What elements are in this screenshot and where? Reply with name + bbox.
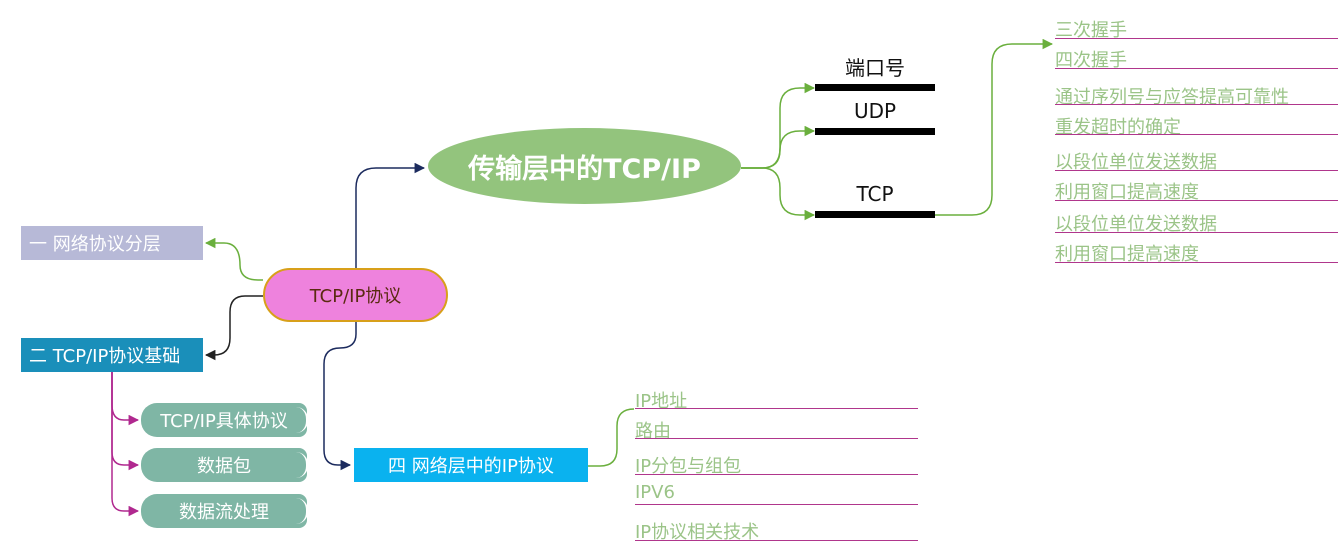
ip-detail-2[interactable]: 路由	[635, 421, 671, 442]
ip-detail-rule-3	[635, 474, 918, 475]
link-layer4-details	[588, 408, 635, 467]
link-layer2-child-3	[111, 372, 140, 517]
udp-label: UDP	[853, 99, 897, 123]
layer1-node[interactable]: 一 网络协议分层	[21, 226, 203, 260]
layer2-child-packet[interactable]: 数据包	[141, 448, 308, 482]
layer4-node[interactable]: 四 网络层中的IP协议	[354, 448, 588, 482]
tcp-detail-5[interactable]: 以段位单位发送数据	[1055, 152, 1217, 173]
tcp-detail-4[interactable]: 重发超时的确定	[1055, 117, 1181, 138]
link-root-layer2	[204, 295, 263, 361]
transport-node[interactable]: 传输层中的TCP/IP	[428, 128, 741, 204]
tcp-detail-2[interactable]: 四次握手	[1055, 50, 1127, 71]
link-layer2-child-2	[111, 372, 140, 471]
ip-detail-rule-4	[635, 504, 918, 505]
link-transport-udp	[741, 125, 816, 169]
tcp-detail-rule-7	[1055, 232, 1338, 233]
ip-detail-rule-5	[635, 540, 918, 541]
layer2-child-tcpip-protocols[interactable]: TCP/IP具体协议	[141, 403, 308, 437]
layer2-child-stream[interactable]: 数据流处理	[141, 494, 308, 528]
link-transport-tcp	[741, 167, 816, 221]
link-root-layer1	[204, 237, 263, 281]
ip-detail-rule-1	[635, 408, 918, 409]
link-transport-port	[741, 82, 816, 169]
port-label: 端口号	[845, 56, 905, 80]
tcp-detail-rule-8	[1055, 262, 1338, 263]
tcp-bar[interactable]	[815, 211, 935, 218]
tcp-detail-rule-5	[1055, 170, 1338, 171]
ip-detail-1[interactable]: IP地址	[635, 391, 688, 412]
tcp-detail-7[interactable]: 以段位单位发送数据	[1055, 214, 1217, 235]
tcp-detail-3[interactable]: 通过序列号与应答提高可靠性	[1055, 87, 1289, 108]
tcp-detail-rule-2	[1055, 68, 1338, 69]
udp-bar[interactable]	[815, 128, 935, 135]
link-root-layer4	[323, 322, 357, 471]
tcp-detail-rule-4	[1055, 134, 1338, 135]
tcp-detail-8[interactable]: 利用窗口提高速度	[1055, 244, 1199, 265]
link-root-transport	[355, 162, 426, 268]
port-bar[interactable]	[815, 84, 935, 91]
link-tcp-details	[935, 38, 1054, 216]
ip-detail-3[interactable]: IP分包与组包	[635, 456, 742, 477]
tcp-detail-1[interactable]: 三次握手	[1055, 20, 1127, 41]
layer2-node[interactable]: 二 TCP/IP协议基础	[21, 338, 203, 372]
ip-detail-5[interactable]: IP协议相关技术	[635, 522, 760, 543]
tcp-label: TCP	[856, 182, 894, 206]
tcp-detail-rule-1	[1055, 38, 1338, 39]
link-layer2-child-1	[111, 372, 140, 426]
tcp-detail-6[interactable]: 利用窗口提高速度	[1055, 182, 1199, 203]
tcp-detail-rule-3	[1055, 104, 1338, 105]
ip-detail-rule-2	[635, 438, 918, 439]
root-node[interactable]: TCP/IP协议	[263, 268, 448, 322]
tcp-detail-rule-6	[1055, 200, 1338, 201]
ip-detail-4[interactable]: IPV6	[635, 482, 675, 503]
